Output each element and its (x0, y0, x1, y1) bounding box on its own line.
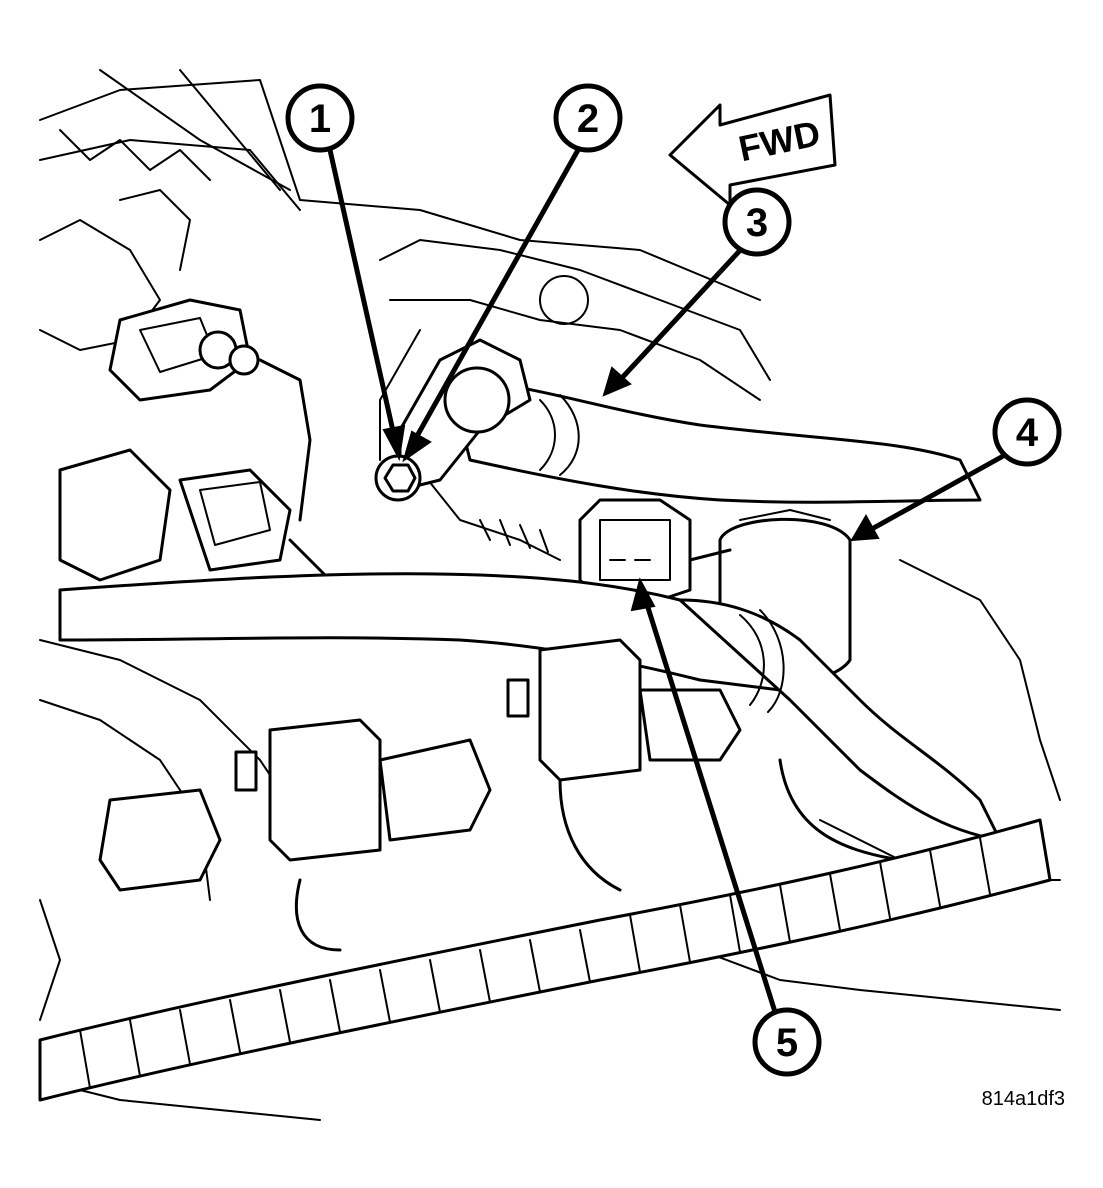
leader-lines (327, 147, 1008, 1015)
forward-arrow: FWD (668, 93, 837, 207)
callout-5: 5 (752, 1007, 822, 1077)
leader-3-arrowhead (602, 366, 632, 397)
left-sensor-cluster (58, 298, 332, 582)
leader-2-arrowhead (402, 430, 432, 463)
callout-4-label: 4 (1016, 411, 1039, 455)
coolant-tube (58, 572, 1002, 842)
callout-5-circle (752, 1007, 822, 1077)
callout-1-label: 1 (309, 97, 331, 141)
callout-3-circle (722, 187, 792, 257)
callout-4: 4 (992, 397, 1062, 467)
wiring-harness (38, 818, 1052, 1102)
callout-3-label: 3 (746, 201, 768, 245)
callout-5-label: 5 (776, 1021, 798, 1065)
figure-id: 814a1df3 (982, 1088, 1065, 1110)
leader-2 (409, 147, 581, 448)
callout-1-circle (285, 83, 355, 153)
leader-5 (642, 595, 778, 1015)
leader-4-arrowhead (850, 513, 880, 542)
leader-3 (617, 242, 748, 383)
heater-hose (448, 378, 982, 504)
leader-4 (867, 452, 1008, 533)
callout-2-circle (553, 83, 623, 153)
callout-4-circle (992, 397, 1062, 467)
callout-2: 2 (553, 83, 623, 153)
callout-3: 3 (722, 187, 792, 257)
leader-5-arrowhead (630, 577, 656, 612)
callout-2-label: 2 (577, 97, 599, 141)
leader-1 (327, 147, 398, 443)
callout-1: 1 (285, 83, 355, 153)
ignition-coil-row (98, 638, 902, 952)
hose-bracket (374, 338, 532, 502)
engine-background (39, 69, 1061, 1121)
leader-1-arrowhead (382, 424, 406, 462)
